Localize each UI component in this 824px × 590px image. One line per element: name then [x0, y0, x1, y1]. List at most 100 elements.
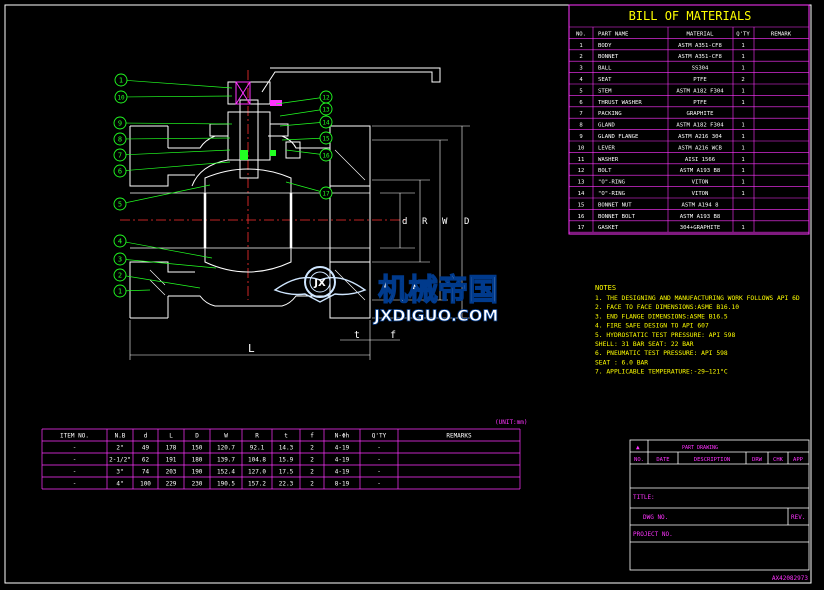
bom-cell: 2: [579, 54, 582, 60]
dims-cell: 190: [192, 469, 203, 476]
note-line: 5. HYDROSTATIC TEST PRESSURE: API 598: [595, 332, 735, 339]
bom-cell: "O"-RING: [598, 191, 626, 197]
dims-cell: 8-19: [335, 481, 350, 488]
balloon-circle: [319, 186, 333, 200]
bom-header-cell: MATERIAL: [687, 31, 715, 37]
bom-cell: 1: [741, 43, 744, 49]
dims-cell: 104.8: [248, 457, 266, 464]
dims-header-cell: N.B: [115, 433, 126, 440]
dims-cell: 4-19: [335, 457, 350, 464]
bom-header-cell: NO.: [576, 31, 586, 37]
dims-cell: 22.3: [279, 481, 294, 488]
bom-cell: 1: [741, 225, 744, 231]
tb-rev-label: REV.: [791, 514, 805, 521]
bom-cell: ASTM A351-CF8: [678, 43, 722, 49]
dims-header-cell: D: [195, 433, 199, 440]
dims-cell: 2: [310, 481, 314, 488]
bom-cell: SEAT: [598, 77, 612, 83]
dim-L-label: L: [248, 342, 255, 355]
bom-cell: 14: [578, 191, 585, 197]
bom-cell: 1: [741, 191, 744, 197]
bom-cell: PACKING: [598, 111, 622, 117]
dims-cell: 74: [142, 469, 150, 476]
dim-t-label: t: [354, 330, 360, 341]
bom-cell: 1: [741, 157, 744, 163]
dims-cell: 152.4: [217, 469, 235, 476]
dim-R-label: R: [422, 217, 428, 227]
dims-cell: 2": [116, 445, 123, 452]
dims-cell: -: [377, 457, 381, 464]
dims-cell: -: [377, 481, 381, 488]
balloon-number: 2: [118, 272, 122, 280]
unit-label: (UNIT:mm): [495, 419, 528, 426]
bom-cell: ASTM A182 F304: [676, 123, 724, 129]
bom-cell: 1: [579, 43, 582, 49]
balloon-number: 1: [119, 77, 123, 85]
tb-part-drawing: PART DRAWING: [682, 445, 718, 451]
balloon-number: 1: [118, 288, 122, 296]
dim-f-label: f: [390, 330, 396, 341]
bom-cell: 17: [578, 225, 585, 231]
bom-cell: ASTM A216 304: [678, 134, 722, 140]
ball-valve-section-view: L t f d R W D: [120, 67, 470, 360]
bom-cell: 1: [741, 180, 744, 186]
bom-cell: THRUST WASHER: [598, 100, 642, 106]
bom-cell: GRAPHITE: [687, 111, 715, 117]
tb-rev-header: DATE: [656, 457, 669, 463]
bom-cell: BOLT: [598, 168, 612, 174]
balloon-circle: [319, 148, 333, 162]
bom-cell: 3: [579, 66, 582, 72]
dims-cell: -: [73, 469, 77, 476]
balloon-number: 3: [118, 256, 122, 264]
dims-cell: 92.1: [250, 445, 265, 452]
bom-cell: VITON: [692, 191, 709, 197]
note-line: 1. THE DESIGNING AND MANUFACTURING WORK …: [595, 295, 800, 302]
bom-cell: PTFE: [693, 100, 707, 106]
dims-cell: 139.7: [217, 457, 235, 464]
balloon-circle: [113, 234, 127, 248]
dims-cell: 180: [192, 457, 203, 464]
watermark-badge: JX: [313, 278, 326, 289]
dims-header-cell: t: [284, 433, 288, 440]
bom-cell: 1: [741, 123, 744, 129]
bom-cell: BONNET NUT: [598, 202, 632, 208]
balloon-number: 15: [322, 136, 330, 143]
bom-cell: 10: [578, 145, 585, 151]
dims-cell: 191: [166, 457, 177, 464]
balloon-number: 12: [322, 95, 330, 102]
tb-triangle-icon: ▲: [636, 444, 640, 451]
balloon-number: 4: [118, 238, 122, 246]
bom-cell: BALL: [598, 66, 612, 72]
dims-header-cell: REMARKS: [446, 433, 472, 440]
dims-cell: 17.5: [279, 469, 294, 476]
dims-cell: 49: [142, 445, 150, 452]
bom-cell: SS304: [692, 66, 709, 72]
dims-cell: 4-19: [335, 445, 350, 452]
bom-cell: 12: [578, 168, 585, 174]
tb-rev-header: DRW: [752, 457, 763, 463]
tb-rev-header: NO.: [634, 457, 644, 463]
bom-cell: 11: [578, 157, 585, 163]
balloon-circle: [319, 115, 333, 129]
bom-cell: WASHER: [598, 157, 619, 163]
dims-header-cell: L: [169, 433, 173, 440]
bom-cell: 1: [741, 168, 744, 174]
bom-cell: GASKET: [598, 225, 619, 231]
dims-cell: 150: [192, 445, 203, 452]
dims-header-cell: ITEM NO.: [60, 433, 89, 440]
balloon-circle: [114, 90, 128, 104]
dims-cell: -: [377, 469, 381, 476]
note-line: SEAT : 6.0 BAR: [595, 359, 648, 366]
tb-rev-header: CHK: [773, 457, 784, 463]
balloon-number: 14: [322, 120, 330, 127]
balloon-circle: [113, 252, 127, 266]
bom-cell: 6: [579, 100, 582, 106]
balloon-circle: [319, 131, 333, 145]
dims-header-cell: W: [224, 433, 228, 440]
bom-cell: BONNET BOLT: [598, 214, 636, 220]
bom-cell: LEVER: [598, 145, 615, 151]
dim-d-label: d: [402, 217, 407, 227]
